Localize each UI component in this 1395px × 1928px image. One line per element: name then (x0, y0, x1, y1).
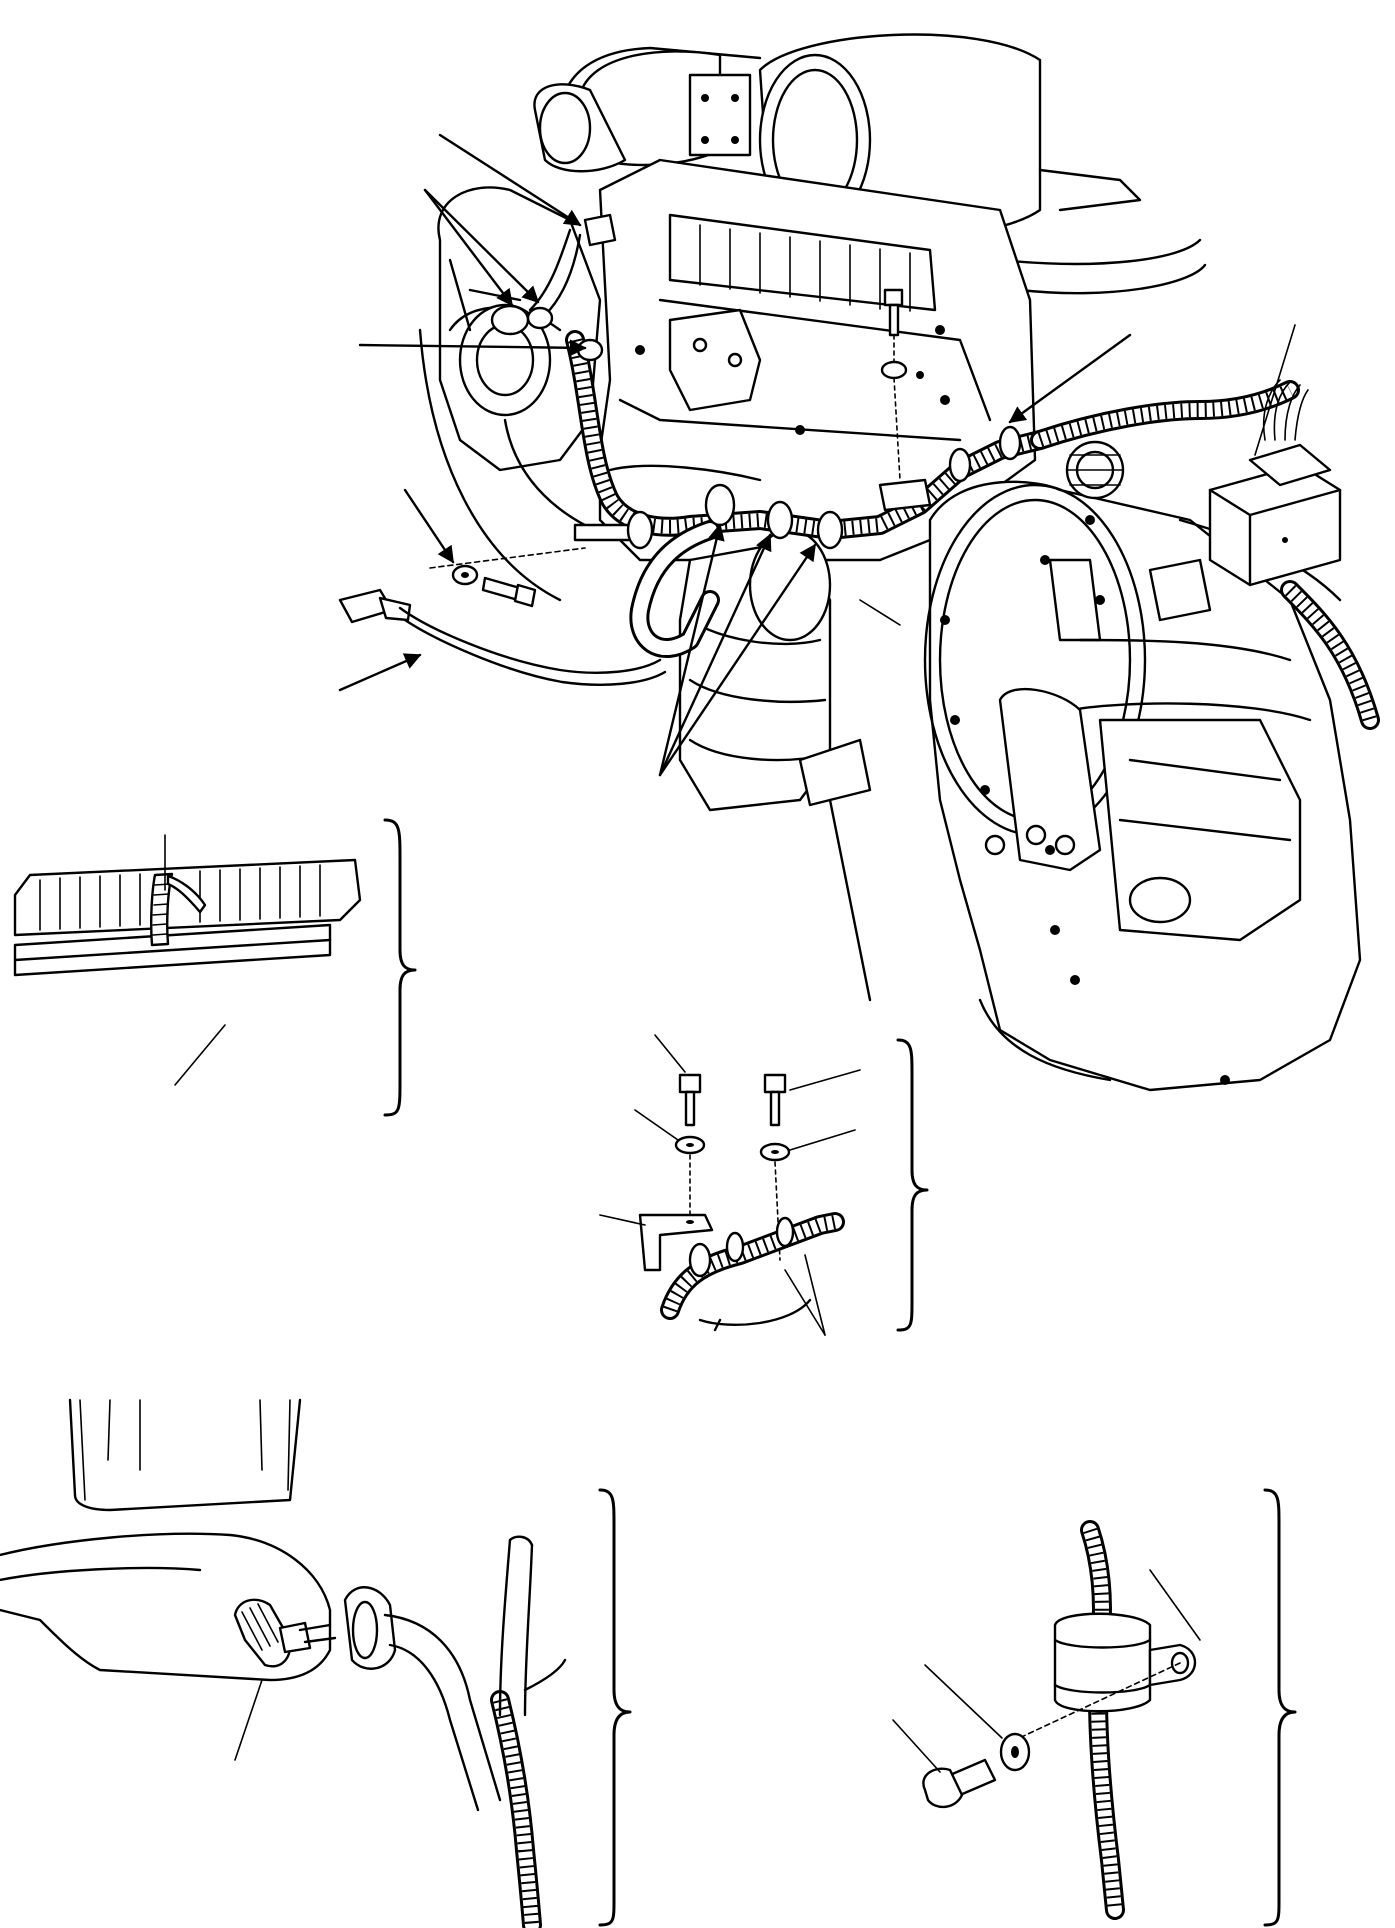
harness-clamps (573, 425, 1022, 550)
sensor-cable (338, 588, 667, 686)
leader-arrows (338, 133, 1296, 777)
transmission (923, 480, 1362, 1092)
starter-motor (678, 528, 872, 1002)
clip-detail-view (892, 1488, 1297, 1927)
control-module (1208, 379, 1342, 587)
tie-detail-view (13, 818, 417, 1117)
bracket-detail-view (599, 1034, 929, 1336)
block-bolt (880, 288, 908, 481)
connector-detail-view (0, 1398, 632, 1928)
bracket-bolt (429, 547, 586, 608)
main-assembly-view (338, 33, 1380, 1092)
